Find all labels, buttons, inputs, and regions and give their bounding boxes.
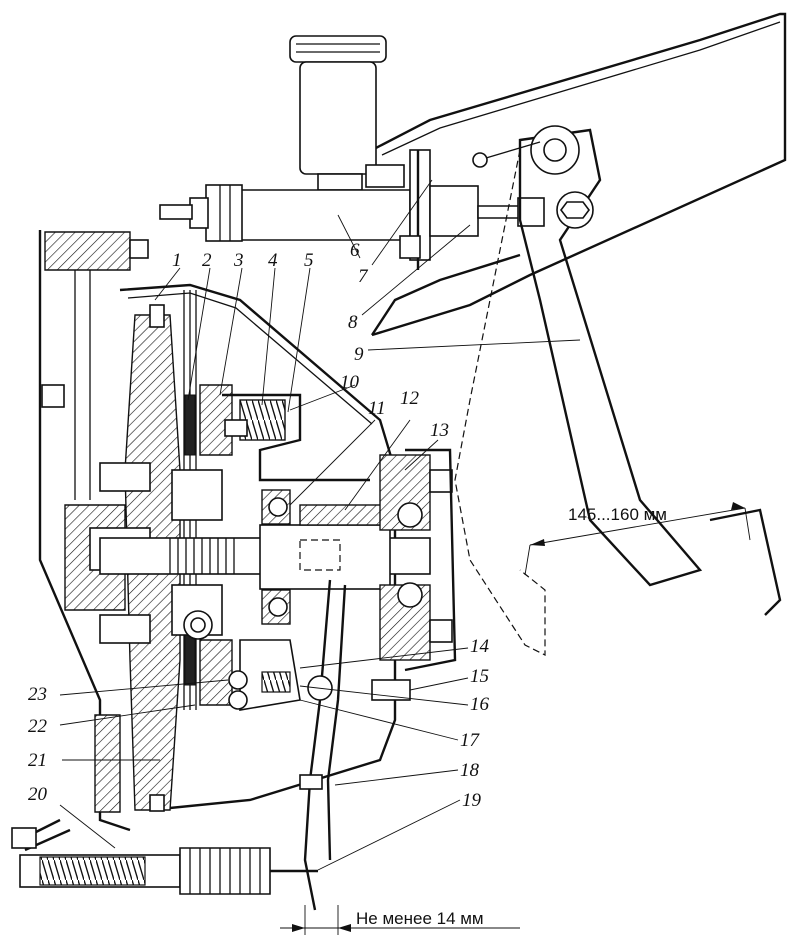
callout-1: 1 bbox=[172, 250, 182, 271]
release-bearing bbox=[261, 489, 386, 625]
callout-23: 23 bbox=[28, 684, 47, 705]
callout-4: 4 bbox=[268, 250, 278, 271]
callout-12: 12 bbox=[400, 388, 420, 409]
crankshaft-hub bbox=[64, 462, 151, 644]
callout-17: 17 bbox=[460, 730, 481, 751]
dimension-pedal-travel bbox=[524, 502, 751, 576]
callout-7: 7 bbox=[358, 266, 369, 287]
callout-11: 11 bbox=[368, 398, 386, 419]
callout-3: 3 bbox=[233, 250, 244, 271]
pedal-travel-label: 145...160 мм bbox=[568, 505, 667, 524]
callout-18: 18 bbox=[460, 760, 480, 781]
callout-15: 15 bbox=[470, 666, 489, 687]
pressure-plate bbox=[199, 384, 370, 706]
dimension-min-gap bbox=[280, 905, 520, 935]
clutch-disc bbox=[171, 290, 223, 710]
callout-8: 8 bbox=[348, 312, 358, 333]
callout-6: 6 bbox=[350, 240, 360, 261]
callout-10: 10 bbox=[340, 372, 360, 393]
callout-9: 9 bbox=[354, 344, 364, 365]
release-fork bbox=[228, 579, 411, 911]
input-shaft bbox=[99, 524, 431, 590]
callout-5: 5 bbox=[304, 250, 314, 271]
pedal-depressed-outline bbox=[454, 149, 546, 656]
callout-19: 19 bbox=[462, 790, 482, 811]
master-cylinder bbox=[159, 35, 545, 270]
callout-21: 21 bbox=[28, 750, 47, 771]
engine-block bbox=[38, 230, 149, 832]
callout-labels: 1 2 3 4 5 6 7 8 9 10 11 12 13 14 15 16 1… bbox=[28, 240, 490, 811]
callout-20: 20 bbox=[28, 784, 48, 805]
callout-13: 13 bbox=[430, 420, 449, 441]
min-gap-label: Не менее 14 мм bbox=[356, 909, 484, 928]
pedal-bracket bbox=[370, 12, 787, 337]
callout-2: 2 bbox=[202, 250, 212, 271]
callout-14: 14 bbox=[470, 636, 490, 657]
clutch-pedal bbox=[472, 125, 782, 616]
callout-22: 22 bbox=[28, 716, 48, 737]
slave-cylinder bbox=[11, 818, 318, 895]
callout-16: 16 bbox=[470, 694, 490, 715]
callout-leaders bbox=[59, 179, 581, 871]
